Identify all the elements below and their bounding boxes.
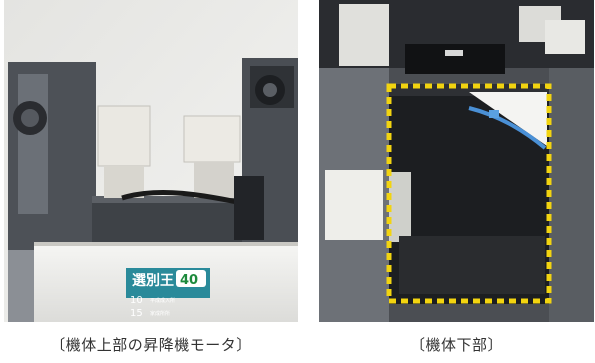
machine-spec-text-2: 家成所所 [150, 310, 170, 317]
machine-spec-number-2: 15 [130, 308, 143, 319]
highlight-frame [386, 83, 552, 304]
lower-machine-photo [319, 0, 594, 322]
machine-spec-text-1: 平成成入所 [150, 297, 175, 304]
upper-machine-illustration: 選別王 40 10 平成成入所 15 家成所所 [4, 0, 298, 322]
machine-badge-label: 40 [180, 273, 198, 288]
machine-brand-label: 選別王 [132, 273, 174, 289]
lower-machine-illustration [319, 0, 594, 322]
upper-machine-photo: 選別王 40 10 平成成入所 15 家成所所 [4, 0, 298, 322]
lower-machine-caption: 〔機体下部〕 [409, 336, 503, 354]
upper-machine-caption: 〔機体上部の昇降機モータ〕 [50, 336, 252, 354]
machine-spec-number-1: 10 [130, 295, 143, 306]
